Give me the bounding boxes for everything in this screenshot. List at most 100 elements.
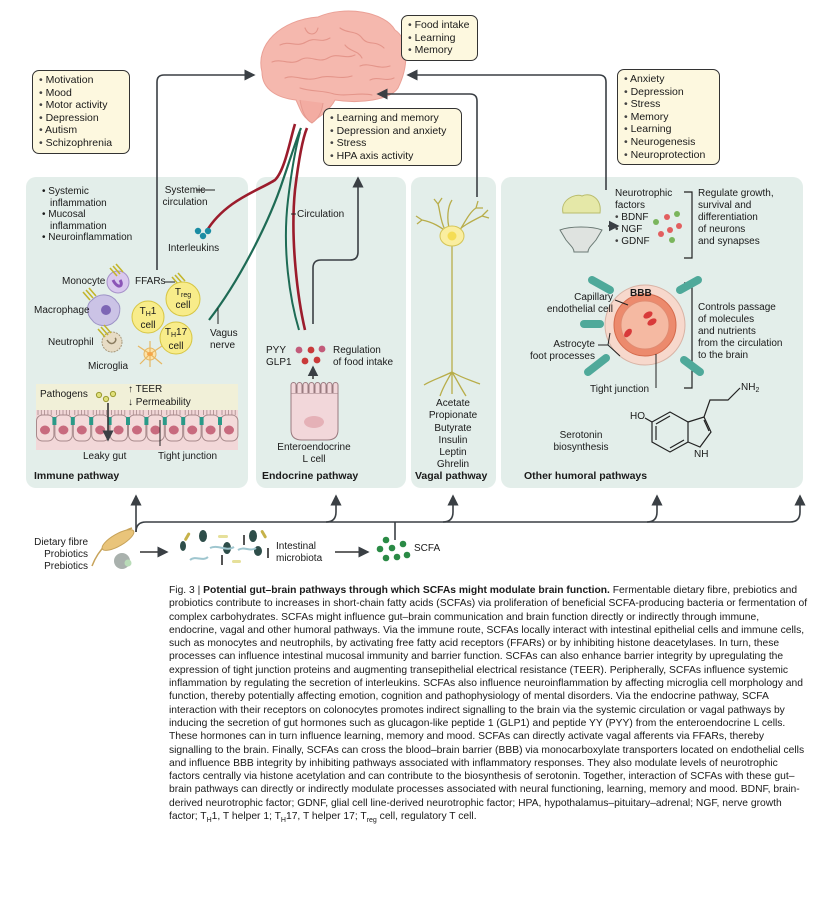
serotonin-structure [644, 387, 741, 453]
list-item: NGF [615, 224, 672, 236]
caption-title: Potential gut–brain pathways through whi… [203, 585, 610, 596]
list-item: differentiation [698, 212, 758, 223]
tight-junction [218, 417, 222, 425]
brain-illustration [260, 10, 407, 124]
th17-cell [159, 321, 193, 355]
effects-list-left: MotivationMoodMotor activityDepressionAu… [39, 74, 123, 150]
cell-nucleus [95, 425, 106, 435]
cell-nucleus [150, 425, 161, 435]
list-item: Prebiotics [44, 561, 88, 572]
list-item: of molecules [698, 314, 755, 325]
nh-label: NH [694, 449, 709, 460]
cell-nucleus [40, 425, 50, 435]
cell-nucleus [224, 425, 234, 435]
glp1-label: GLP1 [266, 357, 292, 368]
enteroendocrine-cell [290, 382, 339, 441]
brain-effects-box-center: Learning and memoryDepression and anxiet… [323, 108, 462, 167]
bbb-illustration [580, 276, 704, 376]
list-item: and nutrients [698, 326, 756, 337]
list-item: Depression [39, 112, 123, 125]
endocrine-nerve-line [284, 131, 301, 331]
microglia-label: Microglia [88, 361, 129, 372]
neutrophil-label: Neutrophil [48, 337, 94, 348]
caption-body: Fermentable dietary fibre, prebiotics an… [169, 585, 808, 823]
pathogens-label: Pathogens [40, 389, 88, 400]
vagus-nerve-line [208, 127, 303, 321]
immune-to-brain-arrow [156, 69, 256, 250]
list-item: • Systemic inflammation [42, 186, 107, 209]
list-item: Ghrelin [436, 459, 470, 471]
effects-list-top: Food intakeLearningMemory [408, 19, 471, 57]
tight-junction [144, 417, 149, 425]
monocyte-cell [106, 270, 130, 294]
th1-cell [131, 300, 165, 334]
list-item: Memory [624, 111, 713, 124]
interleukins-label: Interleukins [168, 243, 220, 254]
list-item: Stress [624, 98, 713, 111]
list-item: Depression [624, 86, 713, 99]
list-item: • Mucosal inflammation [42, 209, 107, 232]
cell-nucleus [187, 425, 198, 435]
hormone-dots [295, 345, 326, 365]
tight-junction [162, 417, 167, 425]
cell-nucleus [132, 425, 142, 435]
list-item: Motor activity [39, 99, 123, 112]
list-item: Schizophrenia [39, 137, 123, 150]
humoral-to-brain-arrow [406, 69, 607, 190]
list-item: Leptin [439, 447, 467, 459]
macrophage-cell [87, 294, 121, 327]
effects-list-right: AnxietyDepressionStressMemoryLearningNeu… [624, 73, 713, 161]
vagal-pathway-title: Vagal pathway [415, 470, 488, 482]
vagal-neuron [415, 197, 490, 397]
neutrophil-cell [101, 331, 123, 353]
microglia-cell [137, 341, 163, 367]
list-item: Depression and anxiety [330, 125, 455, 138]
nh2-label: NH2 [741, 382, 760, 394]
list-item: to the brain [698, 350, 749, 361]
list-item: Acetate [436, 398, 470, 409]
immune-effects-list: • Systemic inflammation• Mucosal inflamm… [42, 186, 142, 244]
cell-nucleus [113, 425, 124, 435]
circulation-vessel [292, 127, 309, 331]
tight-junction [70, 417, 75, 425]
teer-label: ↑ TEER [128, 384, 163, 395]
list-item: BDNF [615, 212, 672, 224]
scfa-dots [376, 536, 411, 562]
brain-effects-box-left: MotivationMoodMotor activityDepressionAu… [32, 70, 130, 154]
list-item: survival and [698, 200, 752, 211]
list-item: Controls passage [698, 302, 776, 313]
systemic-circulation-label: Systemic circulation [162, 185, 208, 208]
wheat-icon [91, 527, 135, 567]
monocyte-label: Monocyte [62, 276, 106, 287]
list-item: from the circulation [698, 338, 783, 349]
tight-junction [126, 417, 130, 425]
list-item: Regulate growth, [698, 188, 774, 199]
list-item: Neuroprotection [624, 149, 713, 162]
tight-junction [89, 417, 94, 425]
macrophage-label: Macrophage [34, 305, 90, 316]
list-item: • Neuroinflammation [42, 232, 133, 243]
figure-caption: Fig. 3 | Potential gut–brain pathways th… [169, 585, 808, 825]
pathogen-dots [95, 390, 117, 403]
list-item: Propionate [428, 410, 478, 422]
list-item: Stress [330, 137, 455, 150]
cell-nucleus [58, 425, 69, 435]
list-item: of neurons [698, 224, 746, 235]
list-item: Learning [624, 123, 713, 136]
caption-fig-number: Fig. 3 | [169, 585, 204, 596]
effects-list-center: Learning and memoryDepression and anxiet… [330, 112, 455, 162]
endocrine-pathway-title: Endocrine pathway [262, 470, 359, 482]
list-item: Motivation [39, 74, 123, 87]
list-item: Food intake [408, 19, 471, 32]
list-item: Insulin [438, 434, 468, 446]
